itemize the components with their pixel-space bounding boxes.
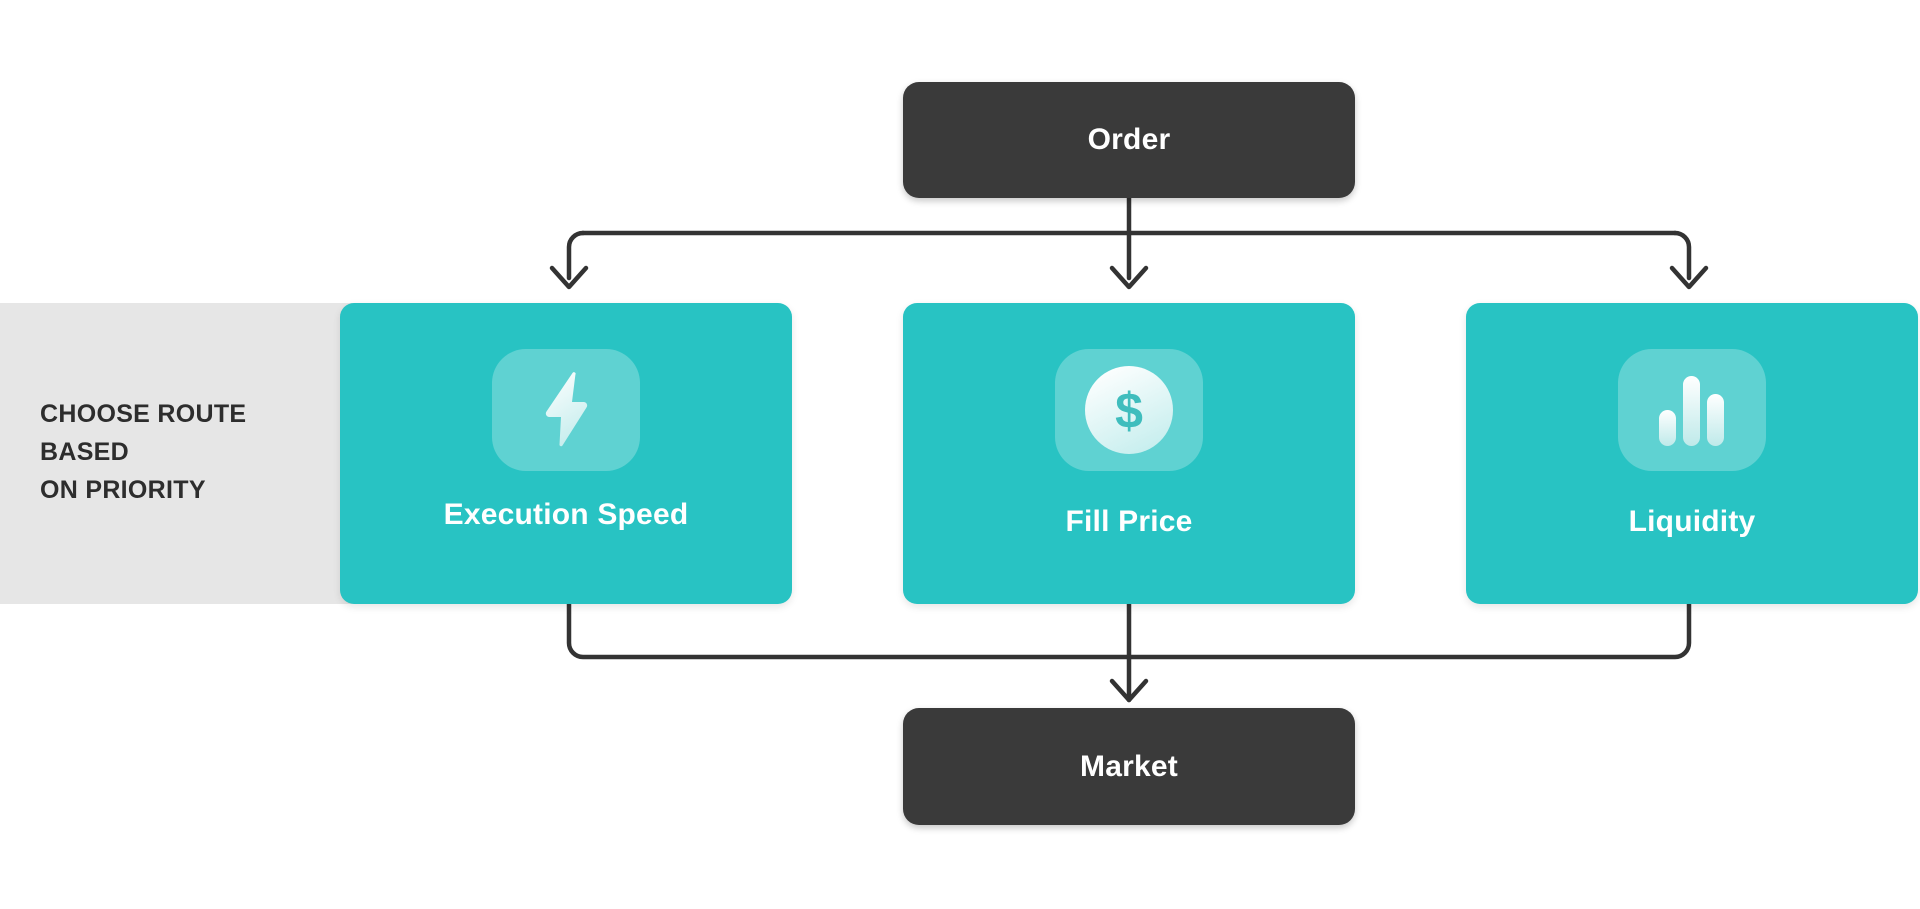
arrowhead-to-market <box>1109 678 1149 703</box>
card-label-execution-speed: Execution Speed <box>443 498 689 531</box>
priority-band-label: CHOOSE ROUTE BASED ON PRIORITY <box>40 400 247 504</box>
svg-text:$: $ <box>1115 383 1143 439</box>
card-liquidity[interactable]: Liquidity <box>1466 303 1918 604</box>
icon-tile-liquidity <box>1618 349 1766 471</box>
connector-merge-left <box>566 601 1132 660</box>
arrowhead-to-execution-speed <box>549 265 589 290</box>
node-order[interactable]: Order <box>903 82 1355 198</box>
card-fill-price[interactable]: $ Fill Price <box>903 303 1355 604</box>
card-execution-speed[interactable]: Execution Speed <box>340 303 792 604</box>
connector-branch-left <box>566 230 586 281</box>
card-label-liquidity: Liquidity <box>1628 505 1756 538</box>
arrowhead-to-fill-price <box>1109 265 1149 290</box>
arrowhead-to-liquidity <box>1669 265 1709 290</box>
node-order-label: Order <box>1087 123 1171 156</box>
lightning-bolt-icon <box>545 372 588 447</box>
icon-tile-fill-price: $ <box>1055 349 1203 471</box>
node-market-label: Market <box>1080 749 1178 783</box>
node-market[interactable]: Market <box>903 708 1355 825</box>
connector-merge-right <box>1126 601 1692 660</box>
bar-chart-icon <box>1659 376 1724 446</box>
dollar-coin-icon: $ <box>1085 366 1173 454</box>
card-label-fill-price: Fill Price <box>1065 505 1193 538</box>
icon-tile-execution-speed <box>492 349 640 471</box>
connector-branch-right <box>1672 230 1692 281</box>
